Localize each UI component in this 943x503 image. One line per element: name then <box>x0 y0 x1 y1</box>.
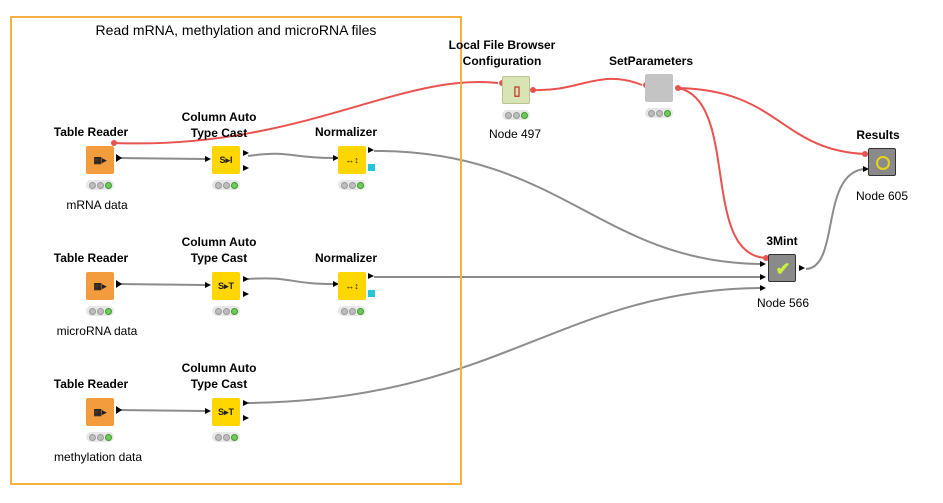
table-reader-node[interactable]: ▦▸ <box>86 146 114 174</box>
node-title-cast3: Column Auto Type Cast <box>181 361 257 391</box>
connection <box>247 152 334 159</box>
type-cast-icon: S▸T <box>217 280 235 291</box>
node-title-cast1: Column Auto Type Cast <box>181 110 257 140</box>
flow-connection <box>677 87 767 259</box>
node-label-mint: Node 566 <box>756 296 810 310</box>
normalizer-icon: ↔↕ <box>345 155 359 165</box>
node-status <box>338 180 366 190</box>
node-title-setparams: SetParameters <box>608 54 694 68</box>
set-parameters-node[interactable] <box>645 74 673 102</box>
connection <box>119 409 206 412</box>
table-reader-node[interactable]: ▦▸ <box>86 272 114 300</box>
node-status <box>86 432 114 442</box>
column-auto-type-cast-node[interactable]: S▸T <box>212 398 240 426</box>
node-title-filebrowser: Local File Browser Configuration <box>448 38 556 68</box>
node-title-reader3: Table Reader <box>53 377 129 391</box>
results-node[interactable] <box>868 148 896 176</box>
normalizer-icon: ↔↕ <box>345 281 359 291</box>
node-label-filebrowser: Node 497 <box>488 127 542 141</box>
table-reader-icon: ▦▸ <box>93 154 107 165</box>
node-status <box>86 180 114 190</box>
node-status <box>86 306 114 316</box>
workflow-annotation[interactable]: Read mRNA, methylation and microRNA file… <box>10 16 462 485</box>
column-auto-type-cast-node[interactable]: S▸I <box>212 146 240 174</box>
normalizer-node[interactable]: ↔↕ <box>338 272 366 300</box>
column-auto-type-cast-node[interactable]: S▸T <box>212 272 240 300</box>
table-reader-node[interactable]: ▦▸ <box>86 398 114 426</box>
local-file-browser-node[interactable]: ▯ <box>502 76 530 104</box>
connection <box>373 149 761 265</box>
node-title-results: Results <box>856 128 900 142</box>
flow-connection <box>532 77 643 92</box>
file-browser-icon: ▯ <box>513 83 521 98</box>
node-title-reader2: Table Reader <box>53 251 129 265</box>
3mint-node[interactable]: ✔ <box>768 254 796 282</box>
node-title-cast2: Column Auto Type Cast <box>181 235 257 265</box>
circle-view-icon <box>869 149 897 177</box>
node-title-norm1: Normalizer <box>314 125 378 139</box>
connection <box>119 157 206 160</box>
node-status <box>212 180 240 190</box>
checkmark-icon: ✔ <box>775 258 791 279</box>
node-status <box>338 306 366 316</box>
node-status <box>212 306 240 316</box>
node-title-reader1: Table Reader <box>53 125 129 139</box>
node-title-norm2: Normalizer <box>314 251 378 265</box>
node-status <box>502 110 530 120</box>
node-status <box>645 108 673 118</box>
flow-connection <box>677 87 866 155</box>
connection <box>247 287 761 404</box>
node-title-mint: 3Mint <box>766 234 798 248</box>
annotation-text: Read mRNA, methylation and microRNA file… <box>95 22 377 38</box>
node-label-reader3: methylation data <box>53 450 143 464</box>
node-status <box>212 432 240 442</box>
node-label-reader2: microRNA data <box>56 324 138 338</box>
flow-connection <box>113 81 499 145</box>
node-label-reader1: mRNA data <box>66 198 128 212</box>
connection <box>119 283 206 286</box>
table-reader-icon: ▦▸ <box>93 406 107 417</box>
connection <box>247 277 334 285</box>
normalizer-node[interactable]: ↔↕ <box>338 146 366 174</box>
node-label-results: Node 605 <box>855 189 909 203</box>
connection <box>805 168 866 270</box>
type-cast-icon: S▸T <box>217 406 235 417</box>
type-cast-icon: S▸I <box>219 154 233 165</box>
table-reader-icon: ▦▸ <box>93 280 107 291</box>
